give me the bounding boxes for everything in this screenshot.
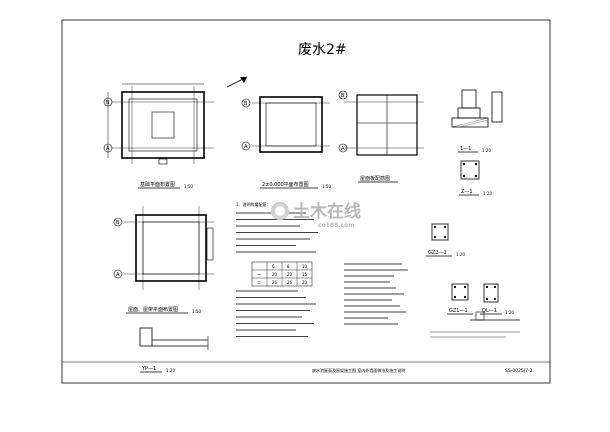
foundation-axis-a: A (106, 146, 110, 152)
roof-axis-b: B (116, 220, 120, 226)
table-cell: 20 (302, 280, 308, 285)
foundation-plan-scale: 1:50 (184, 184, 193, 189)
table-cell: 一 (257, 272, 261, 277)
watermark-sub: co188.com (318, 222, 354, 229)
watermark: 土木在线 co188.com (271, 201, 361, 229)
section-1-1-title: 1—1 (460, 146, 471, 152)
title-block-text: 废水池屋面及屋架施工图 室内外墙面做法及施工说明 (312, 367, 405, 373)
ground-axis-b: B (244, 101, 248, 107)
table-header-cell: 10 (302, 264, 308, 269)
foundation-plan: B A 基础平面布置图 1:50 (103, 83, 214, 189)
yp1-scale: 1:20 (166, 368, 175, 373)
roof-slab-plan: B A 屋面板配筋图 (338, 90, 424, 183)
ql1-scale: 1:20 (505, 310, 514, 315)
table-cell: 15 (302, 272, 308, 277)
roof-slab-title: 屋面板配筋图 (360, 175, 390, 182)
foundation-plan-title: 基础平面布置图 (140, 181, 175, 188)
slab-axis-b: B (341, 93, 345, 99)
drawing-border (61, 19, 551, 384)
ground-plan-scale: 1:50 (322, 184, 331, 189)
drawing-title: 废水2# (298, 42, 347, 58)
right-notes-text-lines (344, 263, 408, 325)
table-cell: 26 (287, 280, 293, 285)
ground-plan: B A 2±0.000平面布置图 1:50 (241, 96, 331, 189)
table-header-cell: 6 (272, 264, 275, 269)
roof-beam-plan: B A 屋面、屋架平面布置图 1:50 (113, 206, 214, 314)
gz1-column-detail: GZ1—1 (447, 283, 473, 315)
roof-axis-a: A (116, 272, 120, 278)
table-cell: 20 (287, 272, 293, 277)
table-cell: 26 (272, 280, 278, 285)
ground-axis-a: A (244, 144, 248, 150)
gz2-column-detail: GZ2—1 1:20 (426, 223, 465, 257)
gz2-scale: 1:20 (456, 252, 465, 257)
table-header-cell: 8 (287, 264, 290, 269)
yp1-detail: YP—1 1:20 (139, 327, 209, 373)
yp1-title: YP—1 (141, 366, 156, 372)
ql1-beam-detail: QL—1 1:20 (480, 283, 514, 315)
ground-plan-title: 2±0.000平面布置图 (262, 181, 309, 188)
z1-title: Z—1 (461, 189, 473, 195)
watermark-logo-icon (271, 202, 289, 220)
design-notes: 1、说明附属配筋： (236, 201, 318, 337)
right-notes (344, 263, 408, 325)
foundation-axis-b: B (106, 100, 110, 106)
lintel-detail (430, 311, 520, 338)
gz2-title: GZ2—1 (428, 250, 447, 256)
cover-thickness-table: 6 8 10 一 20 20 15 二 26 26 20 (251, 261, 313, 287)
roof-beam-scale: 1:50 (192, 309, 201, 314)
gz1-title: GZ1—1 (449, 308, 468, 314)
table-cell: 20 (272, 272, 278, 277)
z1-scale: 1:20 (483, 191, 492, 196)
table-cell: 二 (257, 280, 261, 285)
roof-beam-title: 屋面、屋架平面布置图 (128, 306, 178, 313)
section-1-1-scale: 1:20 (482, 148, 491, 153)
section-1-1-detail: 1—1 1:20 (451, 89, 503, 153)
slab-axis-a: A (341, 146, 345, 152)
north-arrow-icon (226, 76, 248, 88)
z1-column-detail: Z—1 1:20 (459, 160, 492, 196)
notes-heading: 1、说明附属配筋： (236, 201, 271, 207)
ql1-title: QL—1 (482, 308, 497, 314)
drawing-number: SS-0025J7-2 (505, 368, 533, 374)
watermark-text: 土木在线 (293, 201, 361, 222)
notes-text-lines (236, 212, 318, 337)
